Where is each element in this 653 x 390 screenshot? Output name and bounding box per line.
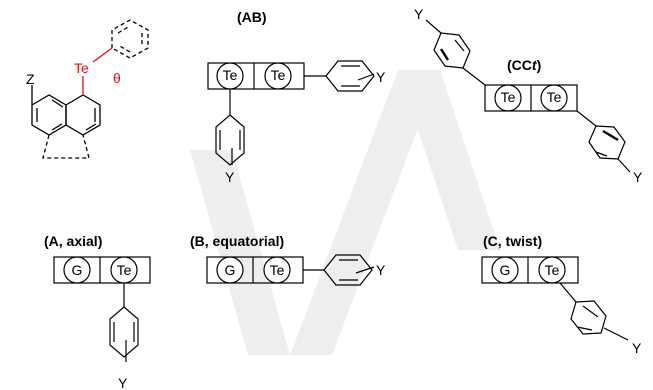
c-label: (C, twist) <box>483 233 542 249</box>
b-substituent: Y <box>376 262 386 278</box>
ab-bottom-substituent: Y <box>225 169 235 185</box>
a-substituent: Y <box>118 375 128 390</box>
theta-angle-label: θ <box>113 70 121 86</box>
c-structure <box>481 256 629 341</box>
cct-box1-label: Te <box>501 89 516 105</box>
c-box1-label: G <box>500 262 511 278</box>
ab-structure <box>207 60 375 166</box>
watermark <box>190 70 500 355</box>
cct-bottom-substituent: Y <box>633 169 643 185</box>
substituent-z-label: Z <box>26 71 35 87</box>
b-structure <box>206 254 375 286</box>
a-structure <box>53 256 151 362</box>
c-substituent: Y <box>632 340 642 356</box>
cct-structure <box>425 19 631 173</box>
cct-box2-label: Te <box>547 89 562 105</box>
a-label: (A, axial) <box>44 233 102 249</box>
acenaphthene-molecule <box>31 19 149 159</box>
a-box1-label: G <box>72 262 83 278</box>
b-label: (B, equatorial) <box>190 233 284 249</box>
cct-top-substituent: Y <box>414 6 424 22</box>
a-box2-label: Te <box>117 262 132 278</box>
b-box1-label: G <box>225 262 236 278</box>
cct-label: (CCt) <box>507 57 541 73</box>
ab-box2-label: Te <box>271 67 286 83</box>
ab-box1-label: Te <box>223 67 238 83</box>
ab-right-substituent: Y <box>376 69 386 85</box>
b-box2-label: Te <box>270 262 285 278</box>
tellurium-atom-label: Te <box>74 60 89 76</box>
ab-label: (AB) <box>237 9 267 25</box>
c-box2-label: Te <box>545 262 560 278</box>
